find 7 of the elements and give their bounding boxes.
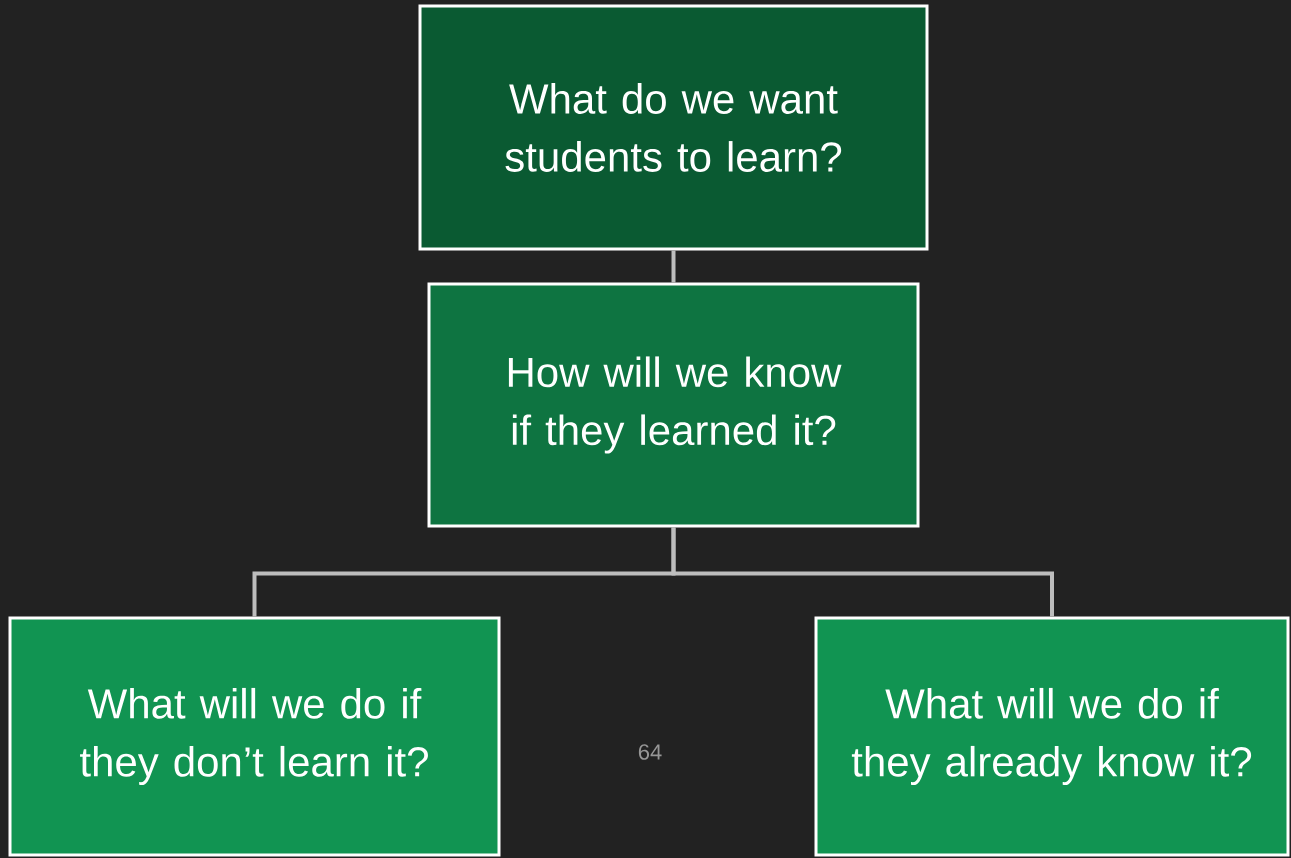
connector-line: [671, 250, 676, 283]
question-box: What will we do if they already know it?: [814, 616, 1290, 857]
connector-line: [671, 527, 1054, 617]
question-box: What do we want students to learn?: [418, 4, 929, 251]
question-box: How will we know if they learned it?: [427, 282, 920, 528]
page-number: 64: [638, 744, 662, 760]
question-box: What will we do if they don’t learn it?: [8, 616, 501, 857]
